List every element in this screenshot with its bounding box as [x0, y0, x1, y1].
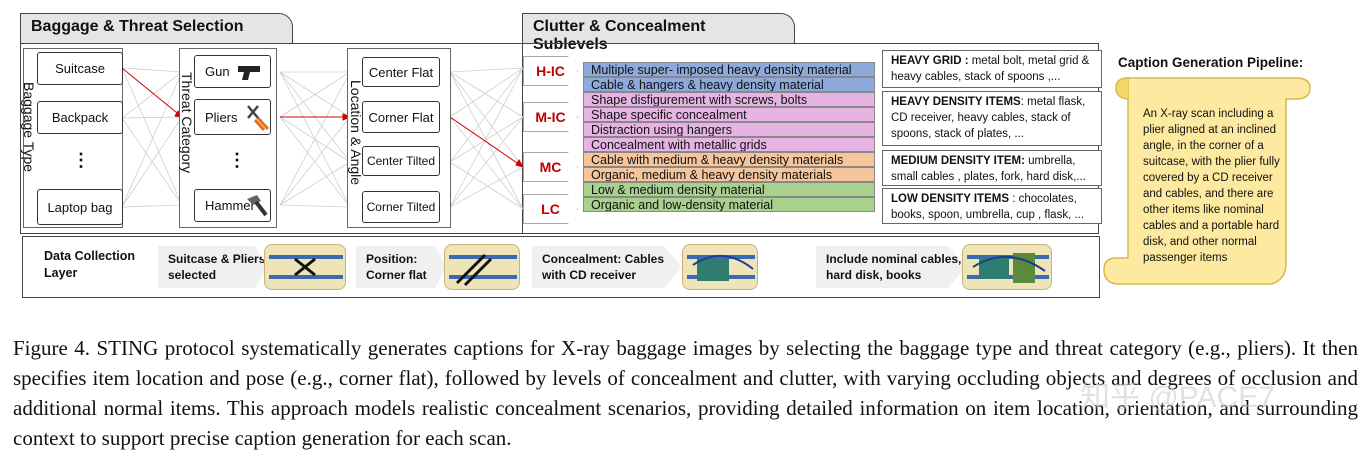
- threat-gun-label: Gun: [205, 64, 230, 79]
- dc-step-suitcase-pliers[interactable]: Suitcase & Pliers selected: [158, 246, 268, 288]
- desc-low-density-head: LOW DENSITY ITEMS: [891, 193, 1009, 205]
- desc-heavy-density: HEAVY DENSITY ITEMS: metal flask, CD rec…: [882, 91, 1102, 146]
- sublevel-row[interactable]: Multiple super- imposed heavy density ma…: [583, 62, 875, 77]
- xray-image-3: [682, 244, 758, 290]
- baggage-type-axis-label: Baggage Type: [21, 82, 37, 173]
- data-collection-label: Data Collection Layer: [44, 249, 135, 280]
- location-center-flat[interactable]: Center Flat: [362, 57, 440, 87]
- watermark: 知乎 @PACE7: [1080, 381, 1275, 414]
- desc-heavy-density-head: HEAVY DENSITY ITEMS: [891, 96, 1021, 108]
- desc-heavy-grid-head: HEAVY GRID :: [891, 55, 969, 67]
- location-angle-axis-label: Location & Angle: [348, 80, 364, 186]
- xray-image-1: [264, 244, 346, 290]
- threat-pliers-label: Pliers: [205, 109, 238, 125]
- desc-heavy-grid: HEAVY GRID : metal bolt, metal grid & he…: [882, 50, 1102, 88]
- baggage-laptop-bag[interactable]: Laptop bag: [37, 189, 123, 225]
- desc-medium-density-text: umbrella, small cables , plates, fork, h…: [891, 155, 1086, 183]
- xray-image-4: [962, 244, 1052, 290]
- baggage-suitcase[interactable]: Suitcase: [37, 52, 123, 85]
- threat-category-axis-label: Threat Category: [179, 72, 195, 174]
- scroll-graphic: [1103, 77, 1311, 285]
- figure-caption: Figure 4. STING protocol systematically …: [13, 336, 1358, 450]
- desc-low-density: LOW DENSITY ITEMS : chocolates, books, s…: [882, 188, 1102, 224]
- sublevel-row[interactable]: Shape disfigurement with screws, bolts: [583, 92, 875, 107]
- sublevel-row[interactable]: Cable with medium & heavy density materi…: [583, 152, 875, 167]
- sublevel-row[interactable]: Shape specific concealment: [583, 107, 875, 122]
- sublevel-row[interactable]: Distraction using hangers: [583, 122, 875, 137]
- sublevel-row[interactable]: Organic, medium & heavy density material…: [583, 167, 875, 182]
- threat-gun[interactable]: Gun: [194, 55, 271, 88]
- desc-heavy-grid-text: metal bolt, metal grid & heavy cables, s…: [891, 55, 1090, 83]
- desc-medium-density: MEDIUM DENSITY ITEM: umbrella, small cab…: [882, 150, 1102, 186]
- hammer-icon: [247, 195, 268, 217]
- sublevel-row[interactable]: Low & medium density material: [583, 182, 875, 197]
- dc-step-position[interactable]: Position: Corner flat: [356, 246, 446, 288]
- level-m-ic[interactable]: M-IC: [523, 102, 578, 132]
- sublevel-row[interactable]: Cable & hangers & heavy density material: [583, 77, 875, 92]
- sublevel-row[interactable]: Organic and low-density material: [583, 197, 875, 212]
- pipeline-caption-text: An X-ray scan including a plier aligned …: [1143, 108, 1280, 264]
- desc-heavy-density-text: : metal flask, CD receiver, heavy cables…: [891, 96, 1086, 140]
- gun-icon: [237, 65, 260, 80]
- desc-medium-density-head: MEDIUM DENSITY ITEM:: [891, 155, 1025, 167]
- right-panel-title: Clutter & Concealment Sublevels: [522, 13, 795, 53]
- threat-ellipsis: ⋮: [228, 150, 246, 170]
- baggage-backpack[interactable]: Backpack: [37, 101, 123, 134]
- threat-pliers[interactable]: Pliers: [194, 99, 271, 135]
- level-mc[interactable]: MC: [523, 152, 578, 182]
- xray-image-2: [444, 244, 520, 290]
- pipeline-title: Caption Generation Pipeline:: [1118, 55, 1304, 70]
- dc-step-concealment[interactable]: Concealment: Cables with CD receiver: [532, 246, 682, 288]
- sublevel-row[interactable]: Concealment with metallic grids: [583, 137, 875, 152]
- threat-hammer-label: Hammer: [205, 198, 255, 213]
- pliers-icon: [246, 105, 269, 131]
- threat-hammer[interactable]: Hammer: [194, 189, 271, 222]
- desc-low-density-text: : chocolates, books, spoon, umbrella, cu…: [891, 193, 1085, 221]
- left-panel: [20, 43, 525, 234]
- location-center-tilted[interactable]: Center Tilted: [362, 146, 440, 176]
- data-collection-layer: [22, 236, 1100, 298]
- location-corner-flat[interactable]: Corner Flat: [362, 101, 440, 133]
- level-h-ic[interactable]: H-IC: [523, 56, 578, 86]
- dc-step-nominal-items[interactable]: Include nominal cables, hard disk, books: [816, 246, 966, 288]
- baggage-ellipsis: ⋮: [72, 150, 90, 170]
- left-panel-title: Baggage & Threat Selection: [20, 13, 293, 44]
- location-corner-tilted[interactable]: Corner Tilted: [362, 191, 440, 223]
- level-lc[interactable]: LC: [523, 194, 578, 224]
